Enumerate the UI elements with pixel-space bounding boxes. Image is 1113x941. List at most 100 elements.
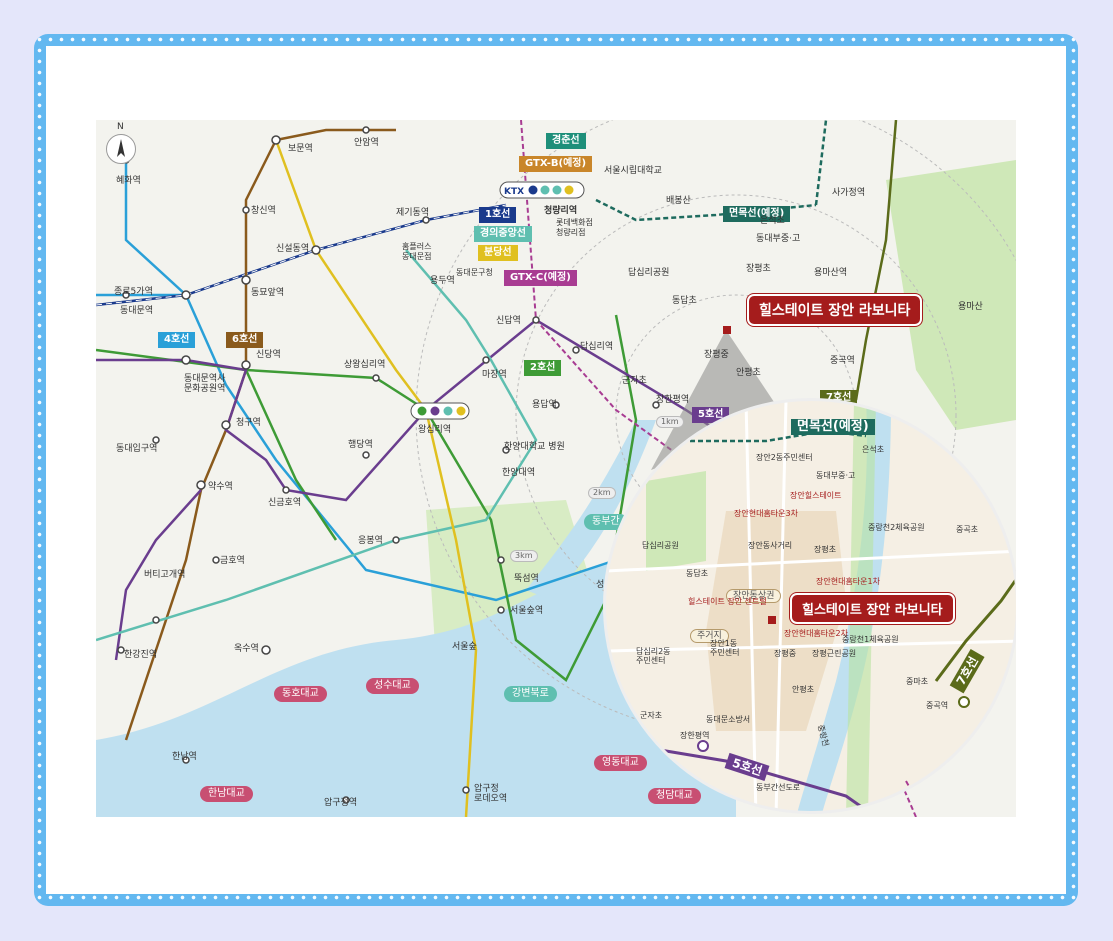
inset-gunja: 군자초 [640, 711, 663, 720]
line2-path [96, 314, 638, 682]
ring-2km [515, 194, 957, 636]
ktx-logo: KTX [504, 187, 524, 197]
road-hannamdaegyo: 한남대교 [200, 786, 253, 802]
station-beoti: 버티고개역 [144, 570, 186, 580]
station-yongmasan: 용마산역 [814, 268, 848, 278]
inset-center: 힐스테이트 장안 센트럴 [688, 597, 767, 606]
road-cheongdamdaegyo: 청담대교 [648, 788, 701, 804]
station-hangangjin: 한강진역 [124, 650, 158, 660]
badge-line2: 2호선 [524, 360, 562, 376]
jungnang-stream [526, 420, 656, 600]
poi-eunseok: 은석초 [760, 216, 785, 226]
inset-badge-myeonmok: 면목선(예정) [791, 419, 875, 435]
badge-line6: 6호선 [226, 332, 264, 348]
inset-dongdaeso: 동대문소방서 [706, 715, 751, 724]
road-seongsudaegyo: 성수대교 [366, 678, 419, 694]
station-cheongnyangni: 청량리역 [544, 206, 578, 216]
inset-junggok: 중곡역 [926, 701, 949, 710]
inset-hyundai1: 장안현대홈타운1차 [816, 577, 880, 586]
badge-gtxb: GTX-B(예정) [519, 156, 593, 172]
inset-jungnang1: 중랑천1체육공원 [842, 635, 899, 644]
inset-jangpyeong-es: 장평초 [814, 545, 837, 554]
poi-jangpyeong-ms: 장평중 [704, 350, 729, 360]
road-donghodaegyo: 동호대교 [274, 686, 327, 702]
road-dongbu: 동부간 [584, 514, 628, 530]
station-yongdu: 용두역 [430, 276, 455, 286]
station-majang: 마장역 [482, 370, 507, 380]
station-apgujeong: 압구정역 [324, 798, 358, 808]
inset-magnifier: 면목선(예정) 힐스테이트 장안 라보니타 5호선 7호선 장안동상권 주거지 … [603, 398, 1016, 814]
station-eungbong: 응봉역 [358, 536, 383, 546]
yongmasan-park [886, 160, 1016, 430]
site-callout: 힐스테이트 장안 라보니타 [749, 296, 921, 324]
station-seoulsup-park: 서울숲 [452, 642, 477, 652]
compass-n: N [117, 122, 124, 132]
inset-station-junggok [958, 696, 970, 708]
badge-line4: 4호선 [158, 332, 196, 348]
badge-gtxc: GTX-C(예정) [504, 270, 577, 286]
station-dots [117, 126, 660, 804]
inset-jangpyeong-park: 장평근린공원 [812, 649, 857, 658]
road-gangbyeon: 강변북로 [504, 686, 557, 702]
inset-anpyeong: 안평초 [792, 685, 815, 694]
inset-jangan2: 장안2동주민센터 [756, 453, 813, 462]
inset-park [646, 471, 706, 571]
poi-uos: 서울시립대학교 [604, 166, 662, 176]
station-sangwang: 상왕십리역 [344, 360, 386, 370]
badge-gyeongui: 경의중앙선 [474, 226, 532, 242]
line5-west [114, 489, 202, 661]
inset-dongdaebu: 동대부중·고 [816, 471, 856, 480]
station-wangsimni: 왕십리역 [418, 425, 452, 435]
poi-dongdaebu: 동대부중·고 [756, 234, 801, 244]
station-dongdaemungu: 동대문구청 [456, 268, 493, 277]
line4-south [184, 294, 617, 602]
badge-myeonmok: 면목선(예정) [723, 206, 791, 222]
inset-hyundai3: 장안현대홈타운3차 [734, 509, 798, 518]
station-hyehwa: 혜화역 [116, 176, 141, 186]
inset-dapsimni-park: 답십리공원 [642, 541, 679, 550]
station-seoulsup: 서울숲역 [510, 606, 544, 616]
inset-line7 [934, 576, 1016, 682]
dist-1km: 1km [656, 416, 684, 428]
wangsimni-transfer [410, 402, 470, 420]
badge-line1: 1호선 [479, 207, 517, 223]
inset-jangpyeong-st: 장한평역 [680, 731, 710, 740]
zone-residential: 주거지 [690, 629, 729, 643]
inset-dongbu: 동부간선도로 [756, 783, 801, 792]
inset-jangan1: 장안1동 주민센터 [710, 639, 740, 657]
inset-hills: 장안힐스테이트 [790, 491, 842, 500]
station-apgu-rodeo: 압구정 로데오역 [474, 784, 508, 804]
station-ttukseom: 뚝섬역 [514, 574, 539, 584]
station-seong: 성 [596, 580, 605, 590]
route-map: KTX N 경춘선 GTX-B(예정) 1호선 경의중앙선 분당선 GTX-C(… [96, 120, 1016, 817]
station-hannam: 한남역 [172, 752, 197, 762]
poi-gunja: 군자초 [622, 376, 647, 386]
station-changsin: 창신역 [251, 206, 276, 216]
inset-hyundai2: 장안현대홈타운2차 [784, 629, 848, 638]
line4-path [96, 160, 190, 297]
badge-bundang: 분당선 [478, 245, 518, 261]
station-dapsimni: 답십리역 [580, 342, 614, 352]
inset-jangpyeong-ms: 장평중 [774, 649, 797, 658]
station-anam: 안암역 [354, 138, 379, 148]
myeonmok-path [595, 198, 817, 222]
station-jangpyeong: 장한평역 [656, 395, 690, 405]
inset-dongdap: 동답초 [686, 569, 709, 578]
station-dongdaeipgu: 동대입구역 [116, 444, 158, 454]
station-dongdaemun: 동대문역 [120, 306, 154, 316]
station-jegi: 제기동역 [396, 208, 430, 218]
station-yongdap: 용답역 [532, 400, 557, 410]
site-marker [723, 326, 731, 334]
gyeongui-path [96, 249, 538, 642]
inset-eunseok: 은석초 [862, 445, 885, 454]
station-singeum: 신금호역 [268, 498, 302, 508]
zone-shopping: 장안동상권 [726, 589, 782, 603]
station-bomun: 보문역 [288, 144, 313, 154]
badge-gyeongchun: 경춘선 [546, 133, 586, 149]
station-sindang: 신당역 [256, 350, 281, 360]
inset-crossroad: 장안동사거리 [748, 541, 793, 550]
poi-yongmasan-mt: 용마산 [958, 302, 983, 312]
inset-dapsimni2: 답십리2동 주민센터 [636, 647, 671, 665]
inset-jungnang2: 중랑천2체육공원 [868, 523, 925, 532]
station-sindap: 신답역 [496, 316, 521, 326]
